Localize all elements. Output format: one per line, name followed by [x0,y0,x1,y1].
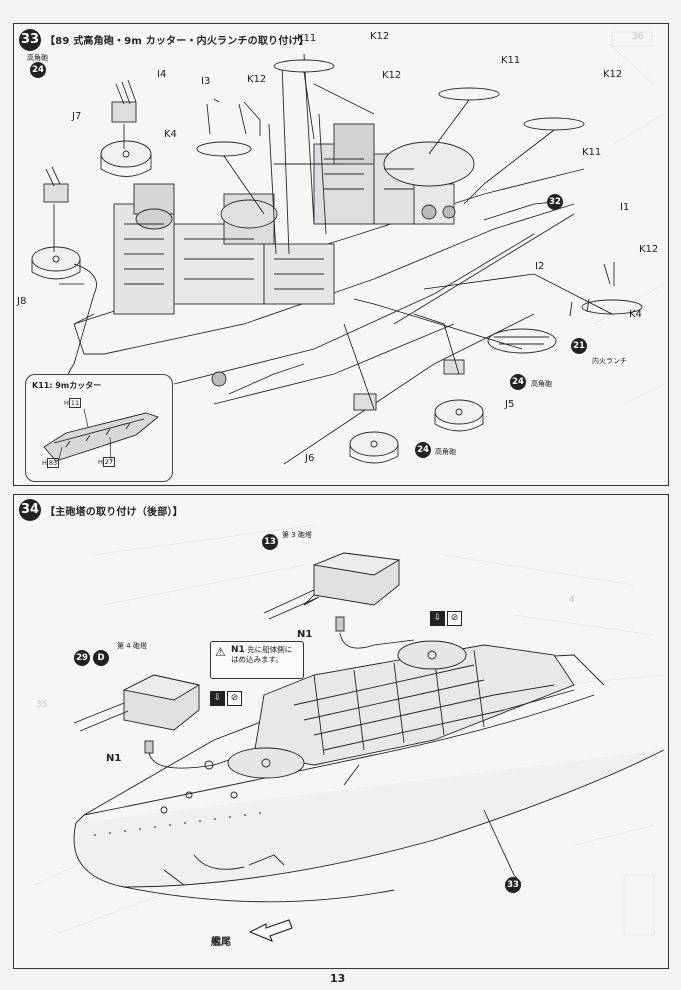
no-glue-icon-pair: ⇩ ⊘ [430,611,462,626]
part-label-n1: N1 [106,753,122,764]
reference-step-29: 29 [74,650,90,666]
part-label-k12: K12 [247,74,267,85]
warning-icon: ⚠ [215,645,226,659]
part-label-k12: K12 [603,69,623,80]
note-text: 先に船体側に はめ込みます。 [231,645,293,664]
tag-prefix: H [42,459,47,467]
step-33-illustration [31,31,665,465]
reference-step-21: 21 [571,338,587,354]
stern-direction-label: 艦尾 [211,937,231,948]
part-label-k11: K11 [582,147,602,158]
part-label-n1: N1 [297,629,313,640]
tag-part-h83: 83 [46,458,60,468]
step-34-panel: 34 【主砲塔の取り付け（後部）】 13 第 3 砲塔 N1 29 D 第 4 … [13,494,669,969]
part-label-i2: I2 [535,261,545,272]
reference-letter-d: D [93,650,109,666]
cutter-drawing [43,408,159,462]
part-label-k12: K12 [370,31,390,42]
inset-title: K11: 9mカッター [32,381,102,390]
part-label-k12: K12 [639,244,659,255]
caption-turret-4: 第 4 砲塔 [117,642,147,650]
reference-step-32: 32 [547,194,563,210]
part-label-k4: K4 [164,129,177,140]
part-label-k11: K11 [297,33,317,44]
caption-high-angle-gun: 高角砲 [27,54,48,62]
part-label-j8: J8 [17,296,27,307]
step-34-illustration [33,524,665,943]
reference-step-33: 33 [505,877,521,893]
page-number: 13 [330,972,346,985]
step-title: 【89 式高角砲・9m カッター・内火ランチの取り付け】 [45,36,309,47]
caption-high-angle-gun: 高角砲 [435,448,456,456]
part-label-k11: K11 [501,55,521,66]
part-label-k12: K12 [382,70,402,81]
step-33-panel: 33 【89 式高角砲・9m カッター・内火ランチの取り付け】 36 K11 K… [13,23,669,486]
step-number: 34 [19,499,41,521]
part-label-j5: J5 [505,399,515,410]
bleed-through-number: 4 [569,595,575,605]
part-label-i1: I1 [620,202,630,213]
insert-only-icon: ⇩ [210,691,225,706]
caption-high-angle-gun: 高角砲 [531,380,552,388]
part-label-j7: J7 [72,111,82,122]
part-label-i3: I3 [201,76,211,87]
note-part-label: N1 [231,645,245,655]
tag-part-h27: 27 [102,457,116,467]
no-glue-icon: ⊘ [227,691,242,706]
step-number: 33 [19,29,41,51]
part-label-j6: J6 [305,453,315,464]
no-glue-icon-pair: ⇩ ⊘ [210,691,242,706]
tag-prefix: H [98,458,103,466]
part-label-k4: K4 [629,309,642,320]
reference-step-13: 13 [262,534,278,550]
no-glue-icon: ⊘ [447,611,462,626]
caption-turret-3: 第 3 砲塔 [282,531,312,539]
assembly-note: ⚠ N1 先に船体側に はめ込みます。 [210,641,304,679]
caption-motor-launch: 内火ランチ [592,357,627,365]
reference-step-24: 24 [415,442,431,458]
tag-part-h11: 11 [68,398,82,408]
reference-step-24: 24 [30,62,46,78]
step-title: 【主砲塔の取り付け（後部）】 [45,507,183,518]
bleed-through-step-number: 35 [36,700,48,710]
reference-step-24: 24 [510,374,526,390]
insert-only-icon: ⇩ [430,611,445,626]
part-label-i4: I4 [157,69,167,80]
tag-prefix: H [64,399,69,407]
bleed-through-step-number: 36 [632,32,644,42]
